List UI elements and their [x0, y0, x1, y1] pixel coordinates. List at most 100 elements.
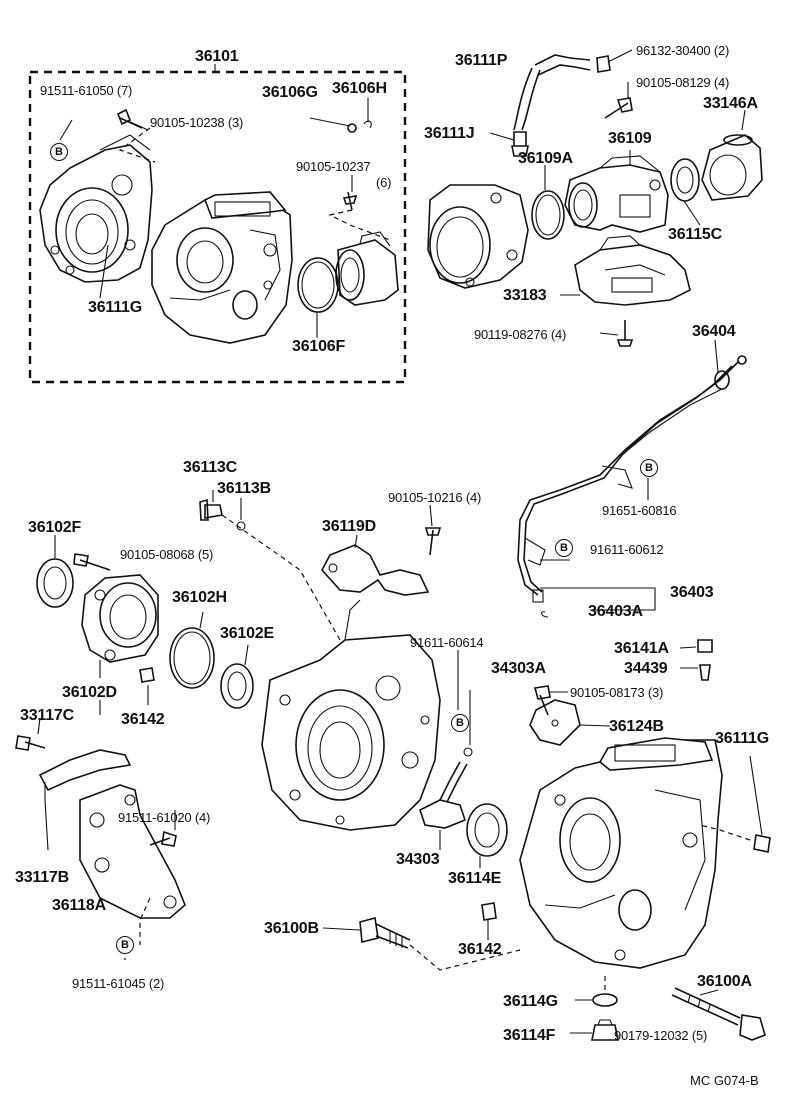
- label-90119-08276: 90119-08276 (4): [474, 327, 567, 342]
- label-36106G: 36106G: [262, 84, 318, 101]
- nut-36142-left: [139, 667, 155, 683]
- bracket-36118A: [79, 784, 186, 919]
- marker-b-3: B: [555, 539, 573, 557]
- o-ring-36106F: [297, 257, 339, 313]
- nut-36141A: [697, 639, 713, 653]
- diagram-code: MC G074-B: [690, 1073, 759, 1088]
- adapter-flange: [427, 184, 529, 289]
- label-36102E: 36102E: [220, 625, 274, 642]
- label-90105-08068: 90105-08068 (5): [120, 547, 214, 562]
- oil-seal-36114E: [466, 803, 508, 857]
- label-36113B: 36113B: [217, 480, 271, 497]
- oil-seal-36102F: [36, 558, 74, 608]
- clamp-96132-30400: [596, 55, 611, 73]
- bolt-90105-10237: [342, 191, 358, 211]
- label-36102F: 36102F: [28, 519, 82, 536]
- plug-36106G: [347, 123, 357, 133]
- bolt-91511-61020: [149, 830, 177, 847]
- label-36114F: 36114F: [503, 1027, 556, 1044]
- bolt-90105-08129: [604, 97, 633, 119]
- label-91611-60614: 91611-60614: [410, 635, 484, 650]
- label-90105-08173: 90105-08173 (3): [570, 685, 664, 700]
- dipstick-tube-36403: [517, 355, 747, 603]
- pin-34439: [699, 664, 711, 681]
- label-90179-12032: 90179-12032 (5): [614, 1028, 708, 1043]
- o-ring-36403A: [541, 611, 549, 618]
- assembly-box-36101: [28, 70, 407, 384]
- marker-b-5: B: [116, 936, 134, 954]
- transfer-adapter-36109: [564, 155, 669, 233]
- transaxle-case-center: [261, 599, 441, 831]
- label-33146A: 33146A: [703, 95, 758, 112]
- label-36142-b: 36142: [458, 941, 502, 958]
- bolt-90105-08068: [73, 553, 111, 571]
- label-91511-61020: 91511-61020 (4): [118, 810, 211, 825]
- label-36100A: 36100A: [697, 973, 752, 990]
- bolt-36100B: [359, 916, 411, 949]
- speedometer-sleeve-34303: [419, 761, 468, 829]
- label-91611-60612: 91611-60612: [590, 542, 664, 557]
- label-36113C: 36113C: [183, 459, 237, 476]
- label-90105-10237-qty: (6): [376, 175, 392, 190]
- label-36404: 36404: [692, 323, 736, 340]
- label-36100B: 36100B: [264, 920, 319, 937]
- bolt-90105-10216: [424, 527, 442, 556]
- nut-36142-bottom: [481, 902, 497, 921]
- fitting-36111J: [511, 131, 529, 157]
- leader-bolt: [118, 127, 156, 163]
- stud-36100A: [671, 987, 766, 1041]
- label-36109: 36109: [608, 130, 652, 147]
- label-90105-10238: 90105-10238 (3): [150, 115, 244, 130]
- label-36119D: 36119D: [322, 518, 376, 535]
- cover-36124B: [529, 699, 581, 746]
- dipstick-36404: [627, 388, 723, 451]
- label-90105-10237: 90105-10237: [296, 159, 371, 174]
- label-36101: 36101: [195, 48, 239, 65]
- label-34303: 34303: [396, 851, 440, 868]
- oil-seal-36115C: [670, 158, 700, 202]
- oil-seal-36102E: [220, 663, 254, 709]
- marker-b-1: B: [50, 143, 68, 161]
- label-36111P: 36111P: [455, 52, 508, 69]
- o-ring-36109A: [531, 190, 565, 240]
- label-36115C: 36115C: [668, 226, 722, 243]
- washer-36106H: [363, 120, 372, 129]
- bolt-33117C: [15, 735, 46, 751]
- label-36141A: 36141A: [614, 640, 669, 657]
- label-91511-61050: 91511-61050 (7): [40, 83, 133, 98]
- bolt-90119-08276: [616, 320, 634, 347]
- o-ring-36102H: [169, 627, 215, 689]
- breather-hose-36111P: [513, 54, 591, 131]
- label-36118A: 36118A: [52, 897, 106, 914]
- marker-b-2: B: [640, 459, 658, 477]
- mount-bracket-33183: [574, 235, 691, 306]
- case-half-left: [39, 134, 153, 283]
- extension-housing-top: [335, 231, 399, 306]
- label-36114G: 36114G: [503, 993, 558, 1010]
- label-33117B: 33117B: [15, 869, 69, 886]
- marker-b-4: B: [451, 714, 469, 732]
- bolt-90105-08173: [533, 685, 551, 716]
- label-36106H: 36106H: [332, 80, 387, 97]
- label-90105-08129: 90105-08129 (4): [636, 75, 730, 90]
- pin-36111G-right: [753, 834, 771, 853]
- label-36109A: 36109A: [518, 150, 573, 167]
- label-36111G-top: 36111G: [88, 299, 142, 316]
- label-36102D: 36102D: [62, 684, 117, 701]
- label-36142-a: 36142: [121, 711, 165, 728]
- label-96132-30400: 96132-30400 (2): [636, 43, 730, 58]
- label-33117C: 33117C: [20, 707, 74, 724]
- label-36111J: 36111J: [424, 125, 475, 142]
- plug-36113C: [199, 498, 223, 521]
- o-ring-34303A: [463, 747, 473, 757]
- label-91651-60816: 91651-60816: [602, 503, 677, 518]
- case-main-top: [151, 191, 293, 344]
- label-36403A: 36403A: [588, 603, 643, 620]
- label-36403: 36403: [670, 584, 714, 601]
- label-36114E: 36114E: [448, 870, 502, 887]
- label-36102H: 36102H: [172, 589, 227, 606]
- transaxle-case-right: [519, 737, 723, 969]
- bracket-36119D: [321, 544, 430, 596]
- label-36106F: 36106F: [292, 338, 346, 355]
